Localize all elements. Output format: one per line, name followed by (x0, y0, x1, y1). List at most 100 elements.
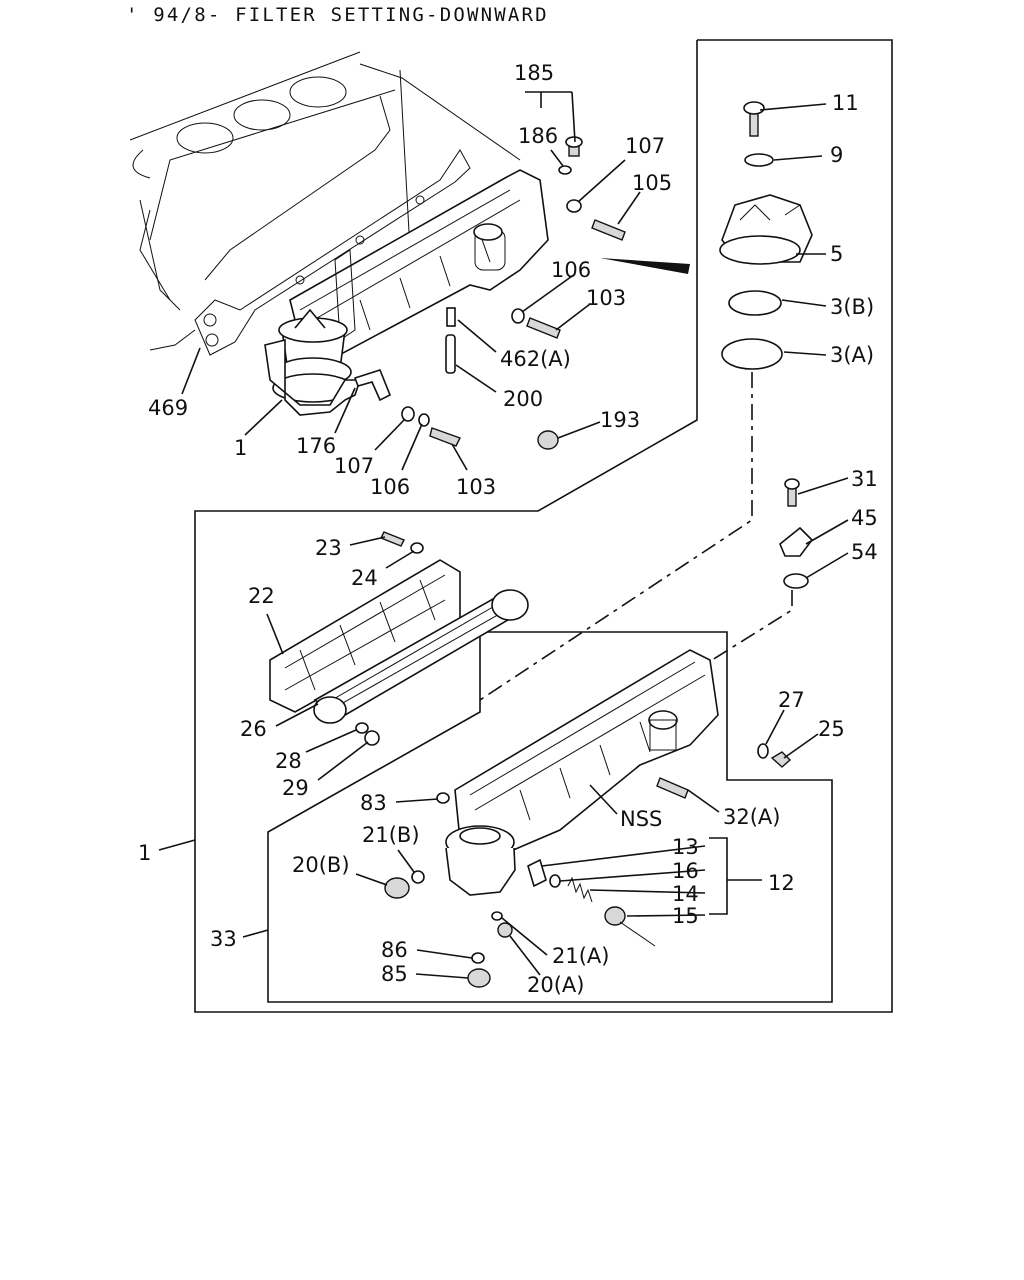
callout-83: 83 (360, 791, 387, 815)
spring-14 (567, 876, 593, 903)
gasket-83 (436, 792, 450, 804)
pin-462a (446, 307, 456, 327)
pipe-200 (445, 334, 456, 374)
callout-3a: 3(A) (830, 343, 874, 367)
callout-54: 54 (851, 540, 878, 564)
washer-24 (410, 542, 424, 554)
callout-21a: 21(A) (552, 944, 609, 968)
o-ring-21b (411, 870, 425, 884)
callout-22: 22 (248, 584, 275, 608)
bolt-31 (784, 478, 800, 507)
callout-26: 26 (240, 717, 267, 741)
callout-1-upper: 1 (234, 436, 247, 460)
callout-86: 86 (381, 938, 408, 962)
upper-oil-cooler-body (289, 169, 549, 361)
callout-105: 105 (632, 171, 672, 195)
callout-12: 12 (768, 871, 795, 895)
bolt-23 (380, 531, 405, 547)
page-title: ' 94/8- FILTER SETTING-DOWNWARD (126, 4, 549, 26)
bolt-11 (743, 101, 765, 137)
sub-assembly-frame (267, 631, 833, 1003)
callout-106-lower: 106 (370, 475, 410, 499)
callout-107-lower: 107 (334, 454, 374, 478)
valve-13 (527, 858, 547, 888)
callout-23: 23 (315, 536, 342, 560)
callout-20b: 20(B) (292, 853, 350, 877)
head-gasket (194, 149, 471, 356)
callout-25: 25 (818, 717, 845, 741)
o-ring-54 (783, 573, 809, 589)
callout-20a: 20(A) (527, 973, 584, 997)
upper-filter-housing (264, 308, 362, 416)
bolt-32a (656, 777, 689, 799)
callout-16: 16 (672, 859, 699, 883)
callout-103-lower: 103 (456, 475, 496, 499)
callout-103-upper: 103 (586, 286, 626, 310)
callout-45: 45 (851, 506, 878, 530)
plug-105 (591, 219, 626, 241)
o-ring-29 (364, 730, 380, 746)
callout-106-upper: 106 (551, 258, 591, 282)
callout-462a: 462(A) (500, 347, 571, 371)
o-ring-21a (491, 911, 503, 921)
washer-106-lower (418, 413, 430, 427)
plug-20b (384, 877, 410, 899)
callout-13: 13 (672, 835, 699, 859)
cylinder-block-outline (129, 51, 521, 351)
callout-9: 9 (830, 143, 843, 167)
alignment-line-plate (679, 590, 793, 681)
callout-24: 24 (351, 566, 378, 590)
washer-107-lower (401, 406, 415, 422)
callout-193: 193 (600, 408, 640, 432)
filter-base-33 (445, 825, 516, 896)
cooler-element-26 (313, 589, 529, 724)
callout-27: 27 (778, 688, 805, 712)
callout-15: 15 (672, 904, 699, 928)
bolt-103-lower (429, 427, 461, 447)
washer-106-upper (511, 308, 525, 324)
ring-3b (728, 290, 782, 316)
alignment-line-filter (479, 372, 753, 701)
cap-193 (537, 430, 559, 450)
plug-20a (497, 922, 513, 938)
gasket-86 (471, 952, 485, 964)
callout-186: 186 (518, 124, 558, 148)
o-ring-28 (355, 722, 369, 734)
callout-28: 28 (275, 749, 302, 773)
assembly-frame (194, 39, 893, 1013)
callout-labels: 185 186 107 105 106 103 462(A) 200 193 4… (138, 61, 878, 997)
callout-11: 11 (832, 91, 859, 115)
leader-lines (158, 91, 849, 979)
callout-14: 14 (672, 882, 699, 906)
reference-arrow (600, 258, 690, 274)
callout-29: 29 (282, 776, 309, 800)
callout-185: 185 (514, 61, 554, 85)
bolt-185 (565, 136, 583, 157)
callout-nss: NSS (620, 807, 662, 831)
callout-31: 31 (851, 467, 878, 491)
callout-200: 200 (503, 387, 543, 411)
callout-176: 176 (296, 434, 336, 458)
nut-25 (770, 751, 792, 768)
callout-107-upper: 107 (625, 134, 665, 158)
bolt-103-upper (526, 317, 561, 339)
drain-plug-85 (467, 968, 491, 988)
callout-33: 33 (210, 927, 237, 951)
ring-3a (721, 338, 783, 370)
callout-21b: 21(B) (362, 823, 420, 847)
callout-5: 5 (830, 242, 843, 266)
plug-15 (604, 906, 656, 947)
plate-45 (779, 526, 814, 557)
o-ring-9 (744, 153, 774, 167)
callout-32a: 32(A) (723, 805, 780, 829)
filter-cap-5 (719, 194, 813, 265)
callout-3b: 3(B) (830, 295, 874, 319)
washer-27 (757, 743, 769, 759)
callout-469: 469 (148, 396, 188, 420)
callout-1-lower: 1 (138, 841, 151, 865)
callout-85: 85 (381, 962, 408, 986)
washer-186 (558, 165, 572, 175)
bracket-176 (353, 369, 392, 402)
ring-16 (549, 874, 561, 888)
